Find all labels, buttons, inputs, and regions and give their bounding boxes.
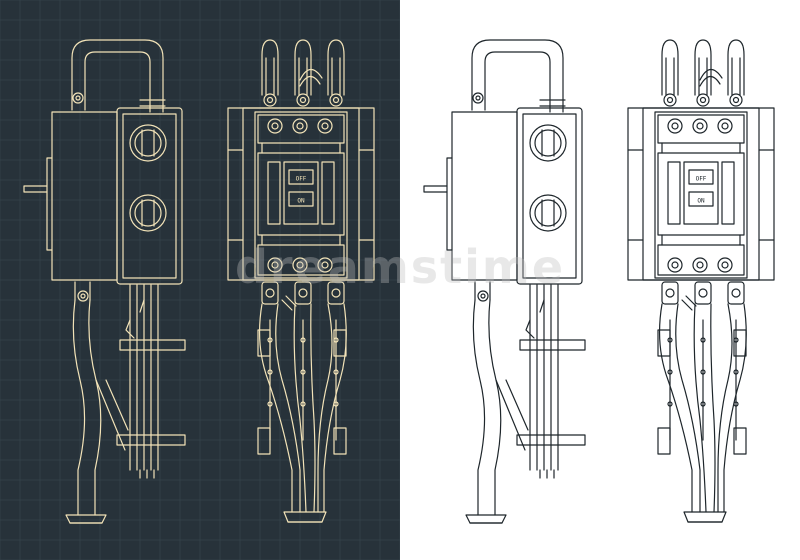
breaker-off-label: OFF [696,176,707,183]
bottom-cable-lugs [261,281,345,311]
dark-blueprint-drawing: OFF ON [0,0,400,560]
top-cable-lugs [661,39,745,107]
breaker-off-label: OFF [296,176,307,183]
front-view: OFF ON [627,39,775,523]
side-view [23,39,186,524]
cable-bundle [658,303,747,513]
circuit-breaker: OFF ON [654,111,748,279]
dark-blueprint-panel: OFF ON [0,0,400,560]
bottom-cable-lugs [661,281,745,311]
grid-lines [0,0,400,560]
front-view: OFF ON [227,39,375,523]
breaker-on-label: ON [697,198,705,205]
side-view [423,39,586,524]
light-blueprint-panel: OFF ON [400,0,800,560]
circuit-breaker: OFF ON [254,111,348,279]
top-cable-lugs [261,39,345,107]
breaker-on-label: ON [297,198,305,205]
light-blueprint-drawing: OFF ON [400,0,800,560]
cable-bundle [258,303,347,513]
